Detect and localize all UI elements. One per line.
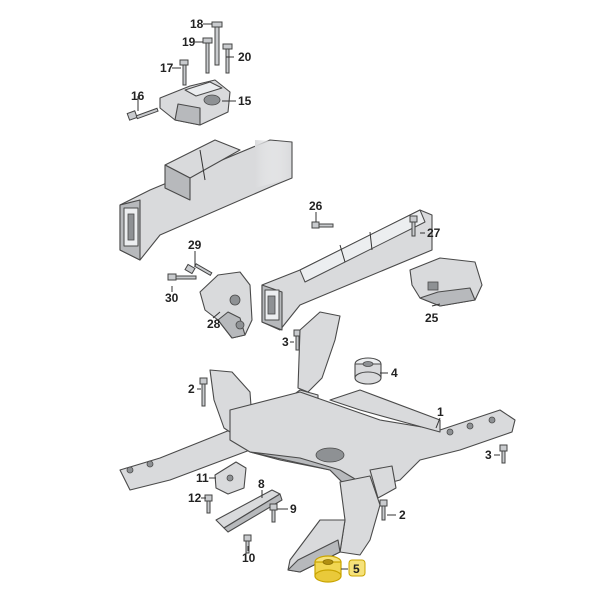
callout-11: 11: [196, 471, 209, 485]
gearbox-mount-25: [409, 257, 483, 307]
callout-28: 28: [207, 317, 221, 331]
callout-8: 8: [258, 477, 265, 491]
bolt-19: [202, 37, 213, 74]
subframe: [119, 311, 516, 573]
callout-26: 26: [309, 199, 323, 213]
bolt-9: [269, 503, 278, 523]
callout-30: 30: [165, 291, 179, 305]
bolt-26: [311, 221, 334, 229]
callout-25: 25: [425, 311, 439, 325]
callout-2-left: 2: [188, 382, 195, 396]
callout-27: 27: [427, 226, 441, 240]
bolt-2-right: [379, 499, 388, 521]
bolt-20: [222, 43, 233, 74]
callout-3-right: 3: [485, 448, 492, 462]
callout-4: 4: [391, 366, 398, 380]
callout-5: 5: [353, 562, 360, 576]
callout-16: 16: [131, 89, 145, 103]
callout-17: 17: [160, 61, 174, 75]
bolt-3-right: [499, 444, 508, 464]
bolt-18: [211, 21, 223, 66]
bolt-27: [409, 215, 418, 237]
link-arm-8: [215, 489, 283, 533]
callout-9: 9: [290, 502, 297, 516]
gearbox-bracket-28: [199, 271, 253, 339]
bolt-2-left: [199, 377, 208, 407]
callout-19: 19: [182, 35, 196, 49]
rubber-mount-5-highlighted: [314, 555, 342, 583]
callout-1: 1: [437, 405, 444, 419]
engine-mount-15: [159, 79, 231, 126]
leader-lines: [137, 23, 500, 570]
callout-20: 20: [238, 50, 252, 64]
callout-labels: 18 19 20 17 15 16 26 27 25 29 30 28 3 4 …: [131, 17, 492, 577]
callout-2-right: 2: [399, 508, 406, 522]
bolt-30: [167, 273, 197, 281]
right-longitudinal-member: [261, 209, 433, 331]
upper-longitudinal-member: [119, 139, 293, 261]
callout-10: 10: [242, 551, 256, 565]
callout-3-upper: 3: [282, 335, 289, 349]
bolt-12: [204, 494, 213, 514]
rubber-mount-4: [354, 357, 382, 385]
callout-29: 29: [188, 238, 202, 252]
bolt-16: [126, 107, 159, 121]
bolt-17: [179, 59, 189, 86]
callout-15: 15: [238, 94, 252, 108]
callout-5-highlight: [348, 559, 366, 577]
callout-12: 12: [188, 491, 202, 505]
bracket-11: [214, 461, 247, 495]
callout-18: 18: [190, 17, 204, 31]
bolt-29: [184, 263, 213, 277]
